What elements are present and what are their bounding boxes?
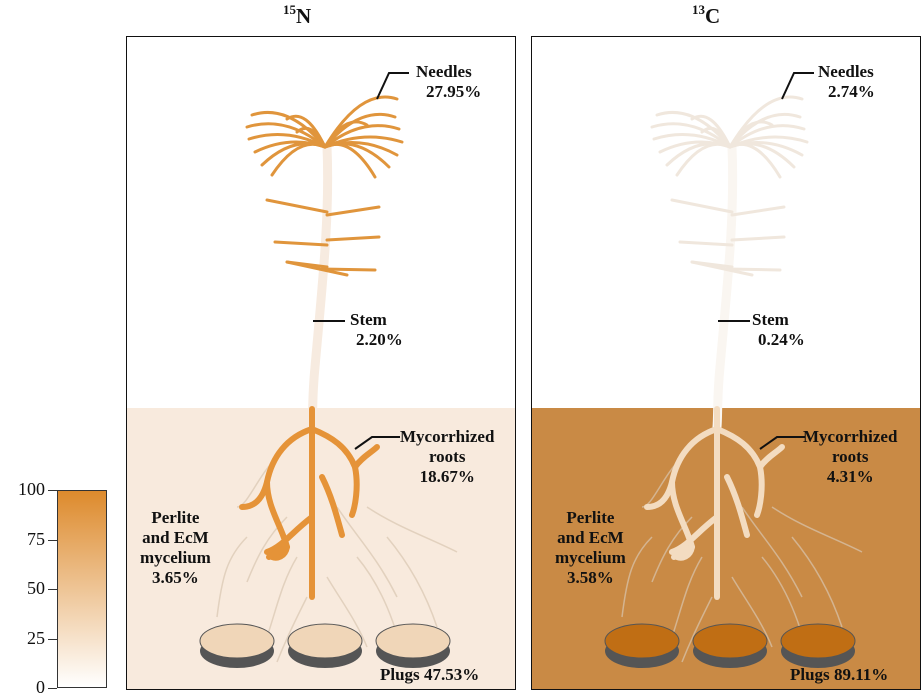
- label-plugs-c13: Plugs 89.11%: [790, 665, 888, 685]
- stem: [312, 147, 328, 427]
- scale-tick-label: 75: [5, 529, 45, 550]
- plant-diagram-c13: [532, 37, 921, 690]
- leader-needles: [782, 73, 814, 99]
- stem: [717, 147, 733, 427]
- panel-n15: [126, 36, 516, 690]
- plug: [200, 624, 274, 658]
- label-perlite-c13: Perlite and EcM mycelium 3.58%: [555, 508, 626, 588]
- scale-tick: [48, 540, 57, 541]
- label-plugs-n15: Plugs 47.53%: [380, 665, 479, 685]
- plug: [781, 624, 855, 658]
- label-stem-c13: Stem 0.24%: [752, 310, 805, 350]
- label-perlite-n15: Perlite and EcM mycelium 3.65%: [140, 508, 211, 588]
- panel-c13: [531, 36, 921, 690]
- scale-tick: [48, 589, 57, 590]
- panel-title-c13: 13C: [692, 4, 720, 29]
- scale-tick-label: 25: [5, 628, 45, 649]
- label-needles-c13: Needles 2.74%: [818, 62, 875, 102]
- label-stem-n15: Stem 2.20%: [350, 310, 403, 350]
- scale-tick-label: 100: [5, 479, 45, 500]
- side-needle: [267, 200, 327, 212]
- plug: [376, 624, 450, 658]
- side-needle: [732, 237, 784, 240]
- scale-tick-label: 50: [5, 578, 45, 599]
- scale-tick-label: 0: [5, 677, 45, 698]
- color-scale-bar: [57, 490, 107, 688]
- plug: [605, 624, 679, 658]
- side-needle: [672, 200, 732, 212]
- label-roots-n15: Mycorrhized roots 18.67%: [400, 427, 494, 487]
- panel-title-n15: 15N: [283, 4, 311, 29]
- scale-tick: [48, 490, 57, 491]
- scale-tick: [48, 639, 57, 640]
- side-needle: [327, 207, 379, 215]
- plug: [288, 624, 362, 658]
- side-needle: [327, 237, 379, 240]
- side-needle: [275, 242, 327, 245]
- label-roots-c13: Mycorrhized roots 4.31%: [803, 427, 897, 487]
- side-needle: [680, 242, 732, 245]
- plug: [693, 624, 767, 658]
- scale-tick: [48, 688, 57, 689]
- color-scale: 100 75 50 25 0: [0, 480, 120, 695]
- crown-needle: [677, 144, 730, 175]
- side-needle: [732, 207, 784, 215]
- leader-needles: [377, 73, 409, 99]
- crown-needle: [272, 144, 325, 175]
- plant-diagram-n15: [127, 37, 516, 690]
- label-needles-n15: Needles 27.95%: [416, 62, 481, 102]
